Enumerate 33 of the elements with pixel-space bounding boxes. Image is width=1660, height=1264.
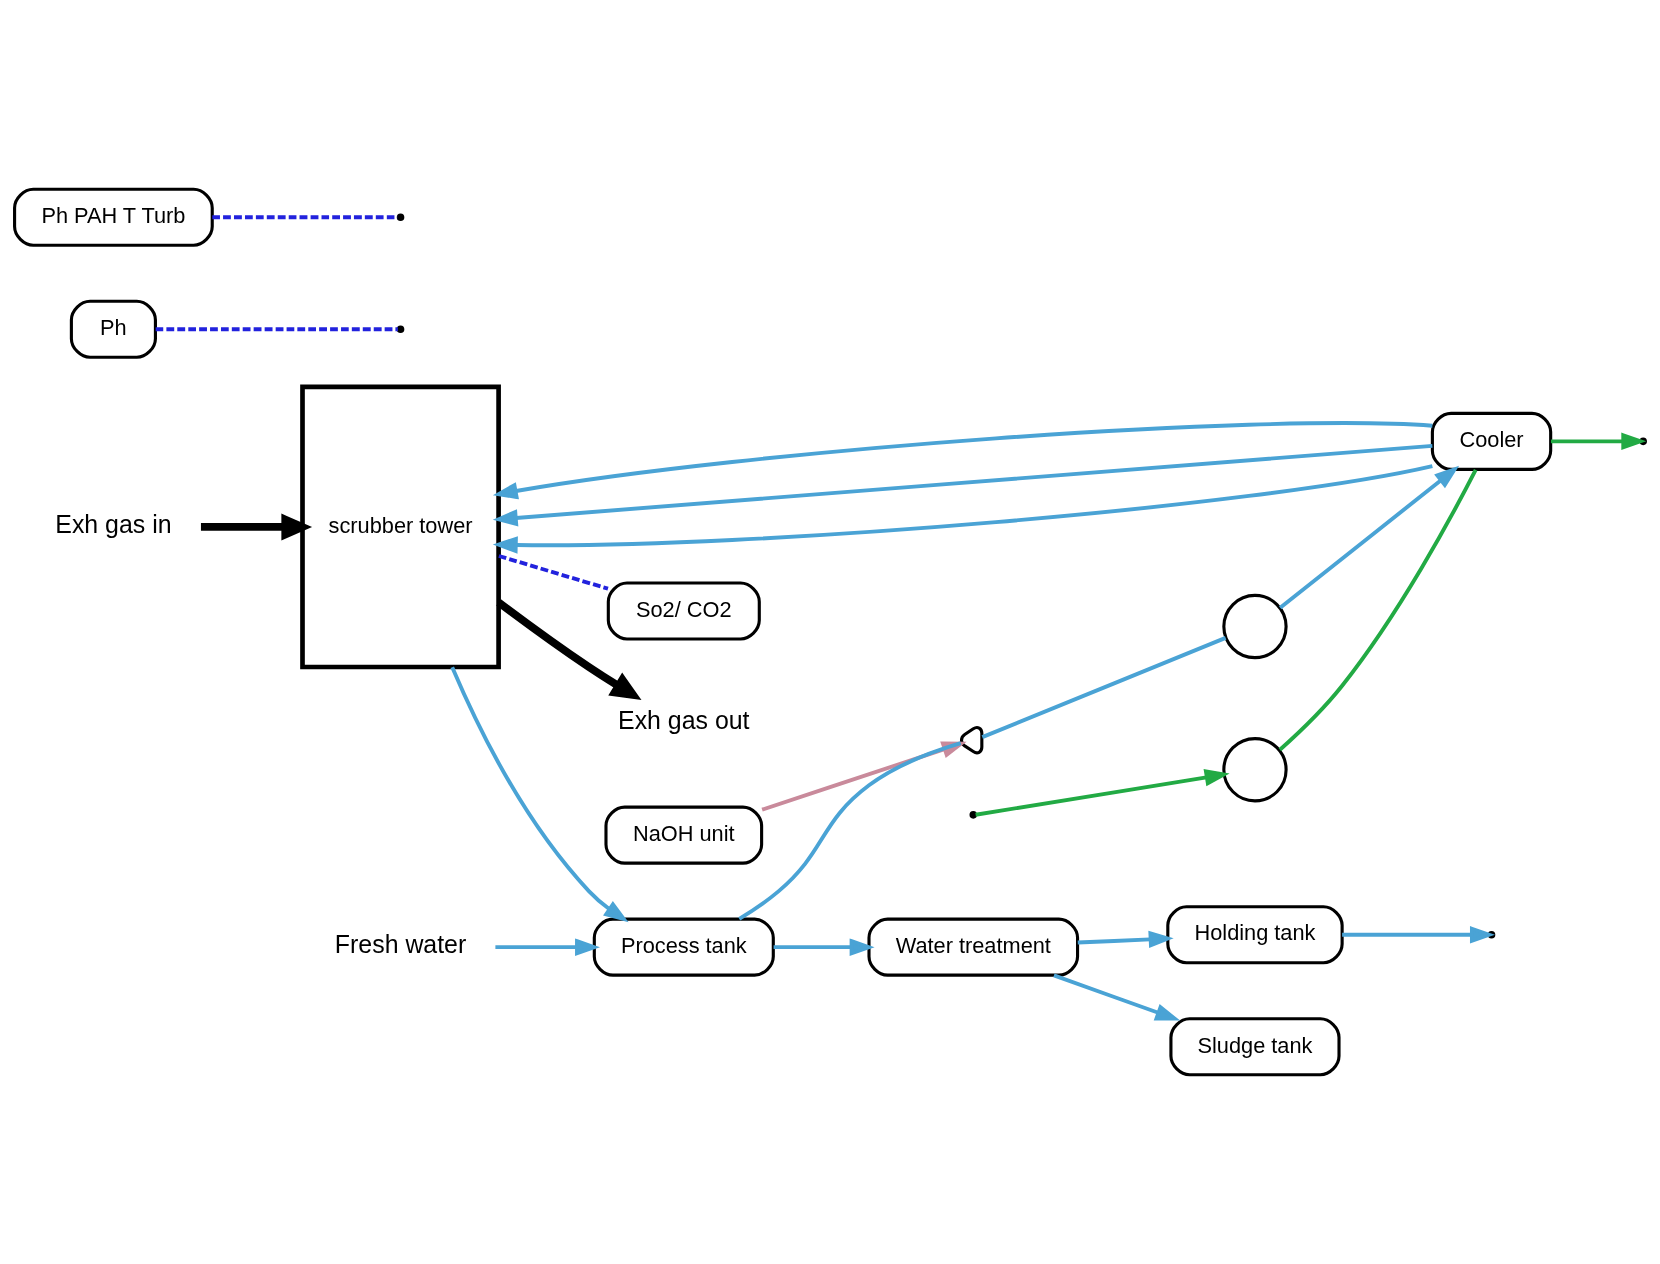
arrow xyxy=(1053,973,1181,1021)
node-text: Fresh water xyxy=(334,930,467,959)
connector xyxy=(981,636,1227,739)
node-box: So2/ CO2 xyxy=(606,581,761,641)
node-circle xyxy=(1222,737,1288,803)
node-box: Ph PAH T Turb xyxy=(13,187,214,247)
connector xyxy=(1278,469,1478,752)
arrow xyxy=(495,938,600,956)
arrow xyxy=(492,443,1433,527)
arrow xyxy=(1279,465,1460,610)
node-box: Ph xyxy=(69,299,157,359)
arrow xyxy=(1077,930,1174,949)
arrow xyxy=(773,938,875,956)
node-box: Cooler xyxy=(1430,411,1553,471)
node-text: Exh gas out xyxy=(618,705,750,734)
node-box: Sludge tank xyxy=(1169,1017,1341,1077)
node-text: Exh gas in xyxy=(55,509,172,538)
connector xyxy=(155,327,398,332)
arrow xyxy=(492,421,1433,500)
node-box: Holding tank xyxy=(1166,905,1344,965)
arrow xyxy=(492,464,1433,554)
connector xyxy=(738,741,962,921)
arrow xyxy=(450,666,629,923)
node-box: NaOH unit xyxy=(604,805,764,865)
connector xyxy=(498,554,609,591)
node-circle xyxy=(1222,593,1288,660)
arrow xyxy=(496,599,642,700)
node-valve xyxy=(959,725,984,755)
node-box: scrubber tower xyxy=(300,384,501,670)
node-box: Water treatment xyxy=(867,917,1080,977)
arrow xyxy=(975,768,1230,817)
node-box: Process tank xyxy=(592,917,775,977)
arrow xyxy=(200,513,313,541)
